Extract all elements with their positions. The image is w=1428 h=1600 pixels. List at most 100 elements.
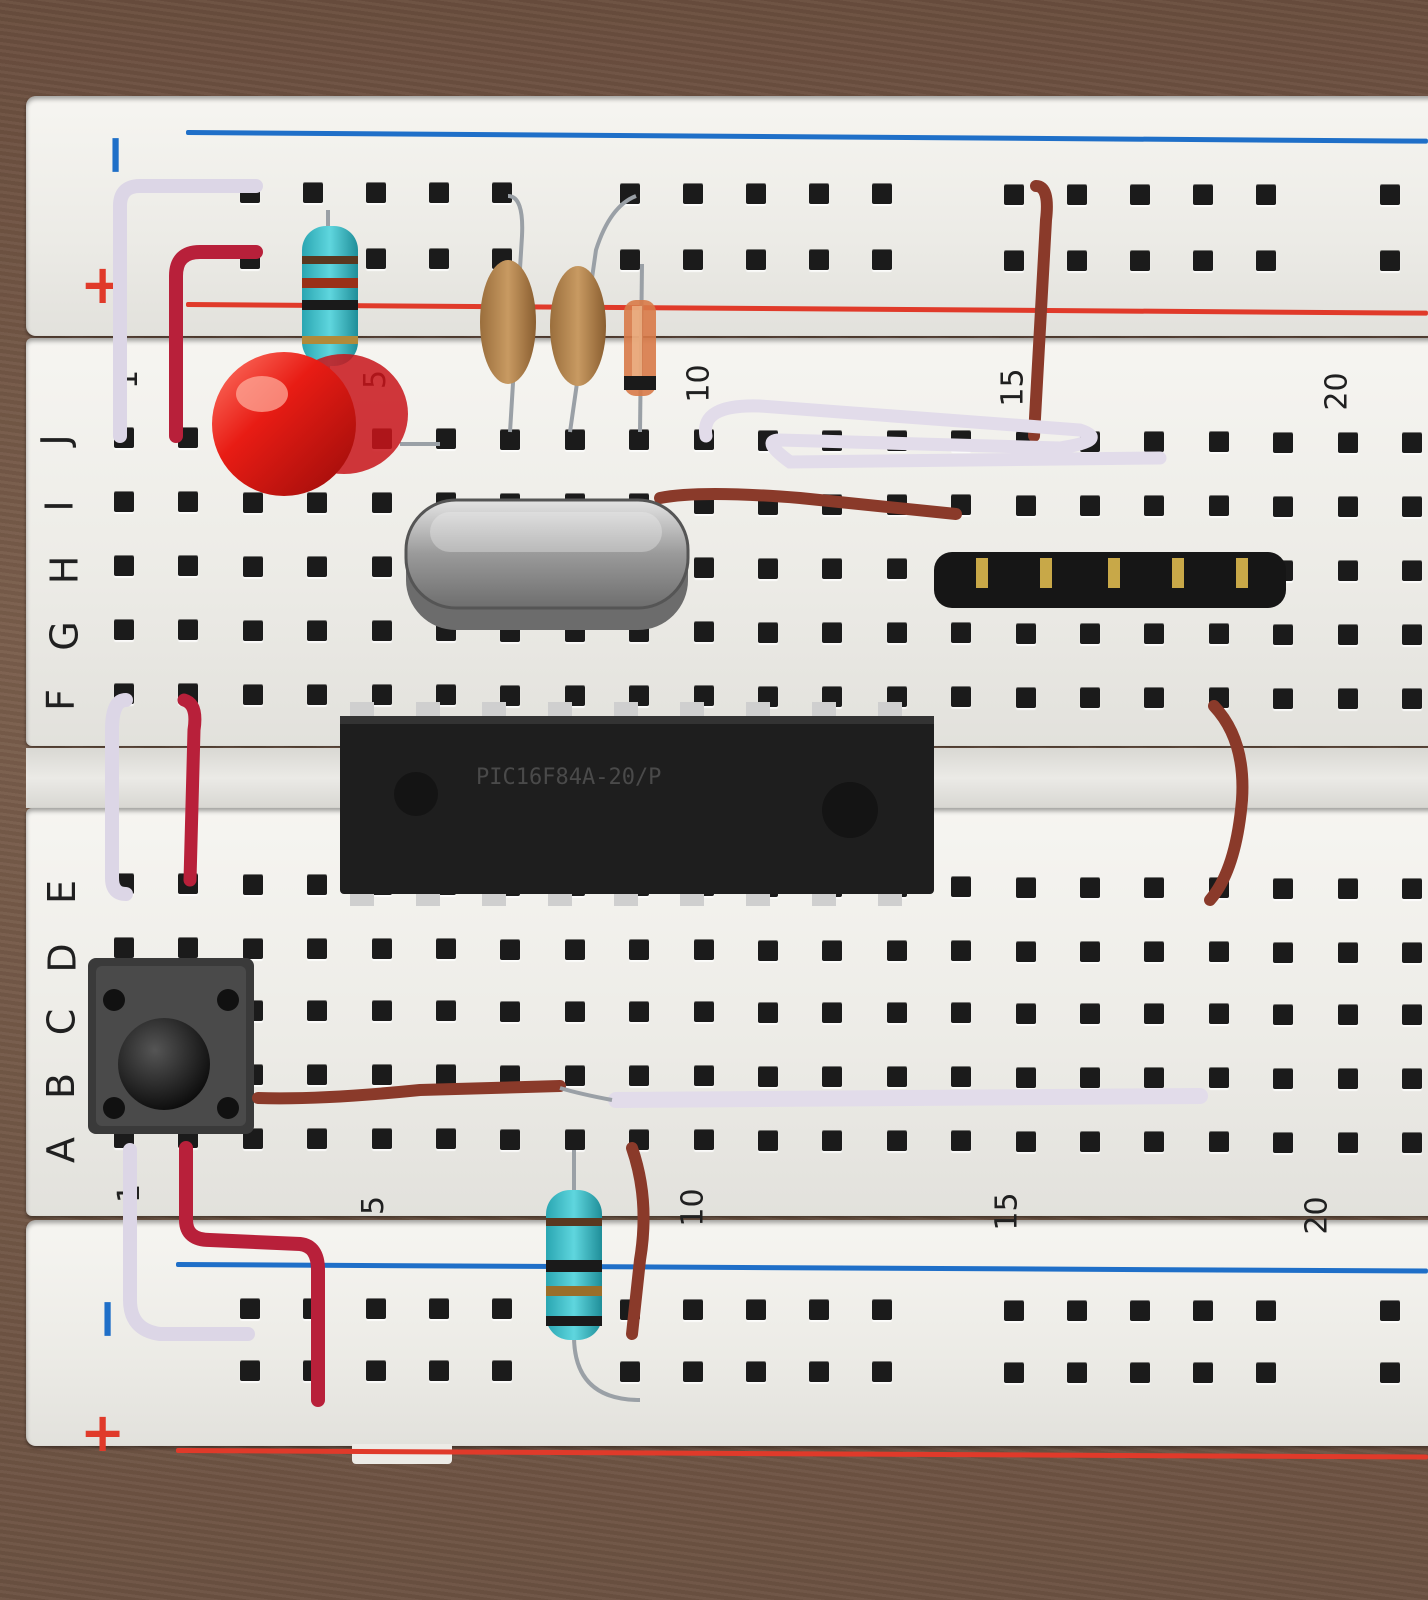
rail-hole (366, 248, 386, 269)
breadboard-hole (114, 938, 134, 958)
breadboard-hole (1144, 1068, 1165, 1088)
top-plus-sign: + (80, 253, 126, 316)
breadboard-hole (114, 1064, 134, 1084)
breadboard-hole (1144, 560, 1165, 580)
breadboard-hole (629, 430, 650, 450)
breadboard-hole (951, 495, 972, 516)
col-number-top-20: 20 (1319, 372, 1355, 411)
breadboard-hole (1015, 687, 1036, 708)
breadboard-hole (1080, 623, 1100, 644)
breadboard-hole (242, 1000, 263, 1021)
breadboard-hole (1015, 559, 1036, 580)
rail-hole (809, 249, 829, 270)
breadboard-hole (1144, 942, 1165, 962)
rail-hole (683, 1299, 703, 1320)
breadboard-hole (371, 1001, 392, 1021)
breadboard-hole (951, 941, 972, 962)
breadboard-hole (693, 876, 714, 897)
breadboard-hole (1273, 496, 1294, 517)
breadboard-hole (1402, 879, 1422, 899)
rail-hole (366, 1298, 386, 1319)
breadboard-hole (1080, 495, 1100, 516)
rail-hole (1380, 251, 1400, 272)
breadboard-hole (758, 494, 778, 515)
breadboard-hole (371, 621, 392, 641)
breadboard-hole (114, 492, 134, 512)
breadboard-hole (1337, 496, 1358, 517)
breadboard-hole (1144, 1132, 1165, 1152)
rail-hole (809, 1299, 829, 1320)
breadboard-hole (1015, 1003, 1036, 1024)
breadboard-hole (1337, 624, 1358, 645)
rail-hole (746, 1361, 766, 1382)
breadboard-hole (758, 1130, 778, 1151)
breadboard-hole (564, 875, 585, 896)
row-label-e: E (40, 879, 85, 905)
breadboard-hole (1337, 688, 1358, 709)
breadboard-hole (1015, 877, 1036, 898)
breadboard-hole (242, 428, 263, 449)
breadboard-hole (1208, 688, 1229, 709)
rail-hole (683, 183, 703, 204)
col-number-bottom-15: 15 (989, 1192, 1025, 1231)
breadboard-hole (822, 430, 843, 451)
breadboard-hole (564, 939, 585, 960)
rail-hole (303, 1360, 323, 1381)
breadboard-hole (1208, 560, 1229, 581)
rail-hole (240, 1298, 260, 1319)
breadboard-hole (242, 620, 263, 641)
breadboard-hole (436, 1065, 456, 1086)
breadboard-hole (178, 556, 199, 577)
breadboard-hole (886, 559, 907, 579)
breadboard-hole (307, 1064, 328, 1085)
breadboard-hole (178, 492, 199, 513)
breadboard-hole (886, 1131, 907, 1151)
rail-hole (1380, 1363, 1400, 1384)
breadboard-hole (178, 938, 199, 959)
breadboard-hole (693, 1130, 714, 1151)
breadboard-hole (242, 874, 263, 895)
breadboard-hole (1337, 432, 1358, 453)
breadboard-hole (178, 620, 199, 641)
breadboard-hole (886, 1003, 907, 1023)
rail-hole (1380, 185, 1400, 206)
breadboard-hole (1402, 625, 1422, 645)
breadboard-hole (886, 623, 907, 643)
breadboard-hole (178, 874, 199, 895)
breadboard-hole (758, 430, 778, 451)
breadboard-hole (629, 1066, 650, 1086)
breadboard-hole (822, 1066, 843, 1087)
breadboard-hole (500, 875, 521, 896)
col-number-bottom-10: 10 (675, 1188, 711, 1227)
breadboard-hole (242, 684, 263, 705)
rail-hole (1004, 250, 1024, 271)
breadboard-hole (693, 1066, 714, 1087)
breadboard-hole (1208, 1068, 1229, 1089)
breadboard-hole (114, 874, 134, 894)
breadboard-hole (1402, 943, 1422, 963)
rail-hole (1193, 184, 1213, 205)
breadboard-hole (371, 875, 392, 895)
breadboard-hole (436, 1129, 456, 1150)
rail-hole (492, 248, 512, 269)
rail-hole (809, 183, 829, 204)
rail-hole (620, 249, 640, 270)
breadboard-hole (1015, 495, 1036, 516)
rail-hole (240, 182, 260, 203)
breadboard-hole (951, 877, 972, 898)
breadboard-hole (822, 1002, 843, 1023)
breadboard-hole (1080, 559, 1100, 580)
breadboard-hole (1015, 431, 1036, 452)
breadboard-hole (1080, 877, 1100, 898)
breadboard-hole (1402, 689, 1422, 709)
rail-hole (1130, 1362, 1150, 1383)
breadboard-hole (951, 623, 972, 644)
breadboard-hole (500, 621, 521, 642)
breadboard-hole (436, 939, 456, 960)
breadboard-hole (1015, 623, 1036, 644)
breadboard-hole (758, 940, 778, 961)
breadboard-hole (1337, 1068, 1358, 1089)
breadboard-hole (822, 1130, 843, 1151)
rail-hole (492, 1298, 512, 1319)
breadboard-hole (1273, 1004, 1294, 1025)
